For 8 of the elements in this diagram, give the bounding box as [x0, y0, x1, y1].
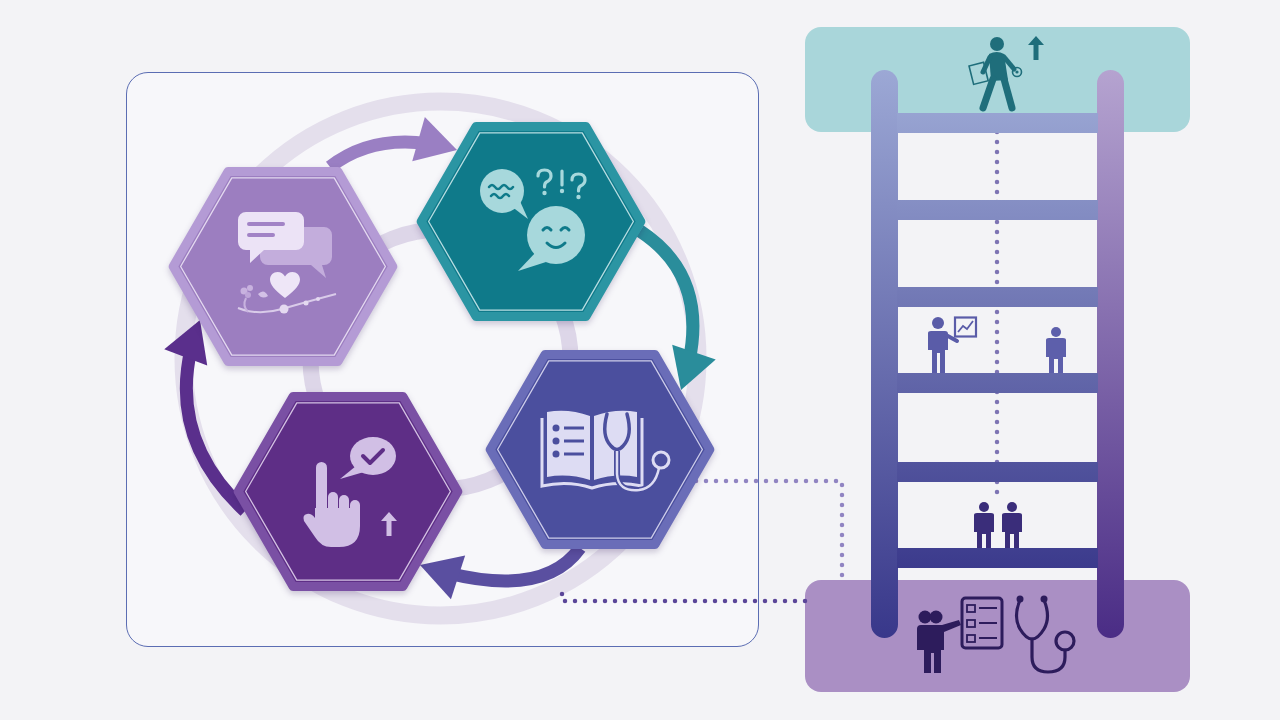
hexagon-tile [485, 350, 715, 549]
arrow [636, 225, 715, 392]
band-panel [805, 580, 1190, 692]
hexagon-tile [168, 167, 398, 366]
two-people-icon [972, 502, 1024, 548]
hexagon-tile [233, 392, 463, 591]
hexagon-tile [416, 122, 646, 321]
rounded-panel [126, 72, 759, 647]
